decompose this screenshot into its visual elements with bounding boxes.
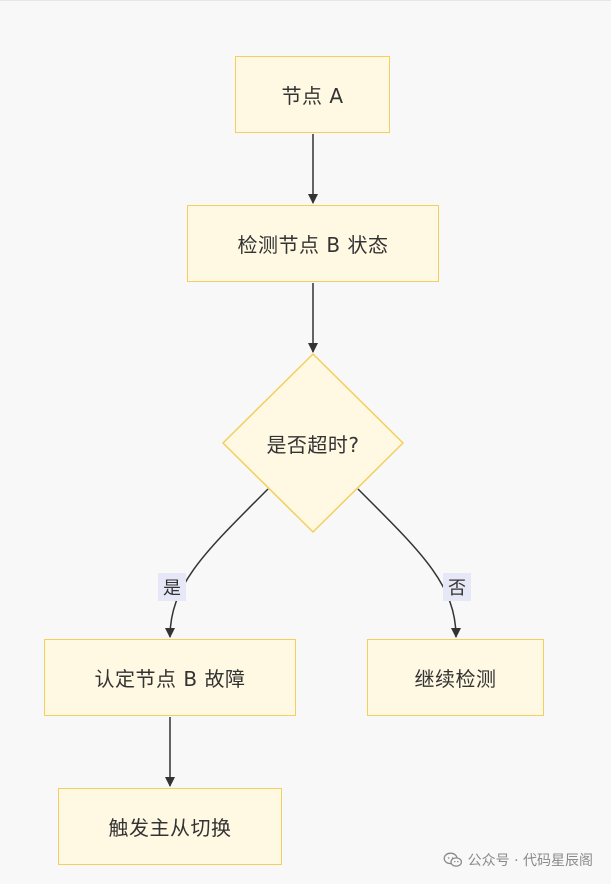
edge-decision-no	[357, 488, 461, 638]
edge-decision-yes	[165, 488, 269, 638]
confirm-fault-label: 认定节点 B 故障	[94, 667, 246, 691]
edge-label-yes: 是	[158, 573, 186, 601]
confirm-fault-box: 认定节点 B 故障	[44, 639, 296, 716]
switchover-box: 触发主从切换	[58, 788, 282, 865]
check-node-b-label: 检测节点 B 状态	[237, 233, 389, 257]
node-a-box: 节点 A	[235, 56, 390, 133]
watermark: 公众号 · 代码星辰阁	[443, 850, 593, 870]
edge-label-no: 否	[443, 573, 471, 601]
node-a-label: 节点 A	[281, 84, 344, 108]
edge-label-yes-text: 是	[163, 578, 181, 599]
decision-text: 是否超时?	[223, 423, 403, 463]
continue-check-box: 继续检测	[367, 639, 544, 716]
continue-check-label: 继续检测	[414, 667, 497, 691]
wechat-icon	[443, 852, 462, 867]
watermark-text: 公众号 · 代码星辰阁	[467, 853, 593, 869]
top-divider	[0, 0, 611, 1]
decision-diamond	[221, 352, 405, 534]
check-node-b-box: 检测节点 B 状态	[187, 205, 439, 282]
switchover-label: 触发主从切换	[108, 816, 232, 840]
decision-label: 是否超时?	[266, 432, 360, 457]
edge-label-no-text: 否	[448, 578, 466, 599]
